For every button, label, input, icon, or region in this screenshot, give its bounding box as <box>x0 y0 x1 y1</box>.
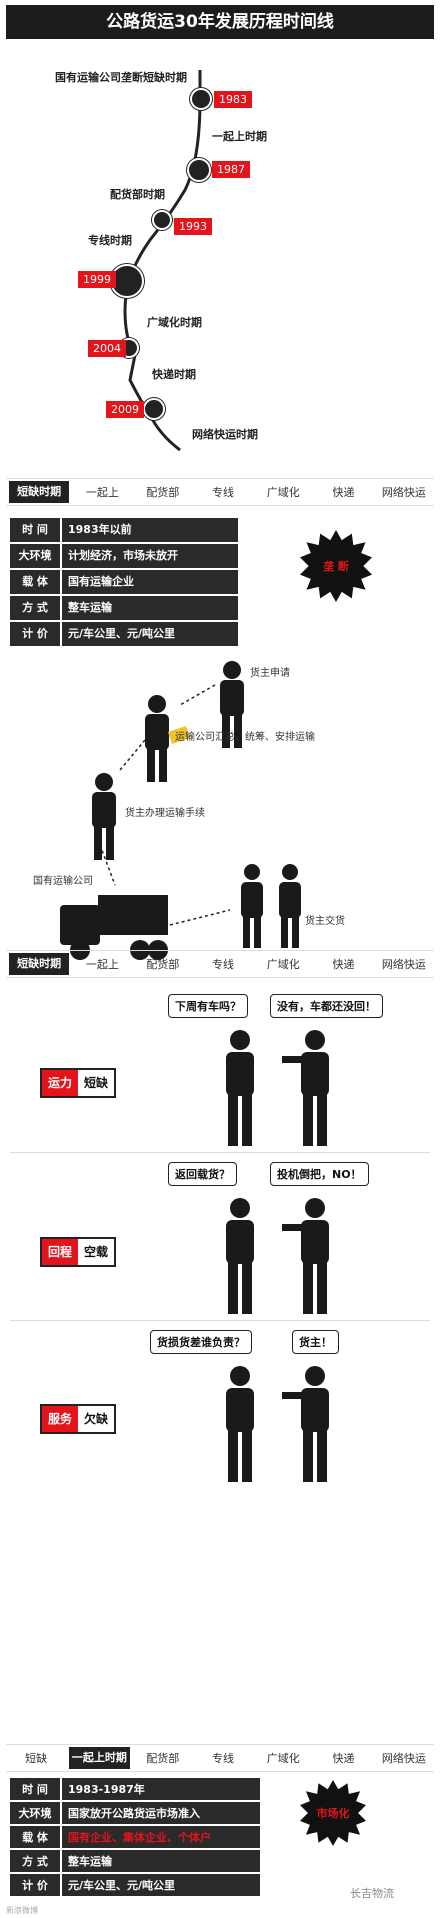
info-key: 计 价 <box>10 622 60 646</box>
tab-express[interactable]: 快递 <box>332 1752 355 1765</box>
question-bubble: 返回载货？ <box>168 1162 237 1186</box>
info-value: 国有企业、集体企业、个体户 <box>62 1826 260 1848</box>
timeline-year-4: 1999 <box>78 271 116 288</box>
period-tabbar-1: 短缺时期 一起上 配货部 专线 广域化 快递 网络快运 <box>6 478 434 506</box>
caption-arrange: 运输公司汇总、统筹、安排运输 <box>175 732 315 743</box>
tab-network[interactable]: 网络快运 <box>381 958 426 971</box>
tab-wide[interactable]: 广域化 <box>266 486 300 499</box>
answer-bubble: 没有，车都还没回！ <box>270 994 383 1018</box>
timeline-label-6: 快递时期 <box>152 368 196 381</box>
tab-together[interactable]: 一起上 <box>85 958 119 971</box>
info-value: 国家放开公路货运市场准入 <box>62 1802 260 1824</box>
burst-label: 市场化 <box>316 1807 350 1820</box>
issue-tag: 服务欠缺 <box>40 1404 117 1434</box>
burst-label: 垄 断 <box>323 560 349 573</box>
answer-bubble: 投机倒把，NO！ <box>270 1162 369 1186</box>
answer-bubble: 货主！ <box>292 1330 339 1354</box>
question-bubble: 货损货差谁负责？ <box>150 1330 252 1354</box>
period-tabbar-2: 短缺时期 一起上 配货部 专线 广域化 快递 网络快运 <box>6 950 434 978</box>
info-value: 国有运输企业 <box>62 570 238 594</box>
person-silhouette <box>220 661 244 748</box>
info-key: 大环境 <box>10 544 60 568</box>
car-icon <box>187 158 211 182</box>
tab-dispatch[interactable]: 配货部 <box>146 486 180 499</box>
divider <box>10 1320 430 1321</box>
tab-shortage[interactable]: 短缺时期 <box>9 953 70 975</box>
timeline-label-5: 广域化时期 <box>147 316 202 329</box>
issue-tag-red: 运力 <box>42 1070 79 1096</box>
watermark: 长吉物流 <box>350 1887 394 1900</box>
tab-dedicated[interactable]: 专线 <box>211 486 234 499</box>
tab-wide[interactable]: 广域化 <box>266 1752 300 1765</box>
info-key: 载 体 <box>10 1826 60 1848</box>
person-silhouette <box>145 695 190 782</box>
tab-network[interactable]: 网络快运 <box>381 486 426 499</box>
timeline-label-7: 网络快运时期 <box>192 428 258 441</box>
marketization-burst: 市场化 <box>300 1780 366 1846</box>
monopoly-burst: 垄 断 <box>300 530 372 602</box>
info-key: 时 间 <box>10 1778 60 1800</box>
caption-state-company: 国有运输公司 <box>33 876 93 887</box>
info-key: 方 式 <box>10 1850 60 1872</box>
info-value: 1983年以前 <box>62 518 238 542</box>
timeline-year-2: 1987 <box>212 161 250 178</box>
issue-tag: 回程空载 <box>40 1237 117 1267</box>
tab-dedicated[interactable]: 专线 <box>211 958 234 971</box>
tab-dedicated[interactable]: 专线 <box>211 1752 234 1765</box>
tab-together[interactable]: 一起上 <box>85 486 119 499</box>
period-tabbar-3: 短缺 一起上时期 配货部 专线 广域化 快递 网络快运 <box>6 1744 434 1772</box>
dialog-silhouettes <box>226 1030 329 1146</box>
timeline-label-2: 一起上时期 <box>212 130 267 143</box>
person-silhouette <box>92 773 116 860</box>
fuel-pump-icon <box>143 398 165 420</box>
info-key: 载 体 <box>10 570 60 594</box>
issue-tag: 运力短缺 <box>40 1068 117 1098</box>
dialog-silhouettes <box>226 1198 329 1314</box>
truck-front-icon <box>190 88 212 110</box>
info-key: 时 间 <box>10 518 60 542</box>
timeline-label-4: 专线时期 <box>88 234 132 247</box>
info-value: 元/车公里、元/吨公里 <box>62 622 238 646</box>
timeline-label-3: 配货部时期 <box>110 188 165 201</box>
watermark-left: 新浪微博 <box>6 1906 38 1915</box>
tab-dispatch[interactable]: 配货部 <box>146 1752 180 1765</box>
question-bubble: 下周有车吗？ <box>168 994 248 1018</box>
page-title: 公路货运30年发展历程时间线 <box>6 5 434 39</box>
tab-express[interactable]: 快递 <box>332 486 355 499</box>
info-key: 方 式 <box>10 596 60 620</box>
tab-together[interactable]: 一起上时期 <box>69 1747 130 1769</box>
info-key: 大环境 <box>10 1802 60 1824</box>
issue-tag-white: 空载 <box>78 1239 115 1265</box>
issue-tag-white: 短缺 <box>78 1070 115 1096</box>
tab-express[interactable]: 快递 <box>332 958 355 971</box>
timeline-year-6: 2009 <box>106 401 144 418</box>
info-value: 整车运输 <box>62 596 238 620</box>
handshake-silhouette <box>241 864 301 948</box>
info-value: 整车运输 <box>62 1850 260 1872</box>
dialog-silhouettes <box>226 1366 329 1482</box>
timeline-year-3: 1993 <box>174 218 212 235</box>
info-value: 元/车公里、元/吨公里 <box>62 1874 260 1896</box>
tab-network[interactable]: 网络快运 <box>381 1752 426 1765</box>
caption-handover: 货主交货 <box>305 916 345 927</box>
info-value: 计划经济，市场未放开 <box>62 544 238 568</box>
issue-tag-red: 回程 <box>42 1239 79 1265</box>
tab-shortage[interactable]: 短缺 <box>25 1752 48 1765</box>
info-key: 计 价 <box>10 1874 60 1896</box>
caption-request: 货主申请 <box>250 668 290 679</box>
tab-shortage[interactable]: 短缺时期 <box>9 481 70 503</box>
timeline-label-1: 国有运输公司垄断短缺时期 <box>55 71 187 84</box>
timeline-year-5: 2004 <box>88 340 126 357</box>
tab-wide[interactable]: 广域化 <box>266 958 300 971</box>
road-icon <box>152 210 172 230</box>
issue-tag-white: 欠缺 <box>78 1406 115 1432</box>
divider <box>10 1152 430 1153</box>
timeline-year-1: 1983 <box>214 91 252 108</box>
caption-procedure: 货主办理运输手续 <box>125 808 205 819</box>
info-value: 1983-1987年 <box>62 1778 260 1800</box>
tab-dispatch[interactable]: 配货部 <box>146 958 180 971</box>
issue-tag-red: 服务 <box>42 1406 79 1432</box>
